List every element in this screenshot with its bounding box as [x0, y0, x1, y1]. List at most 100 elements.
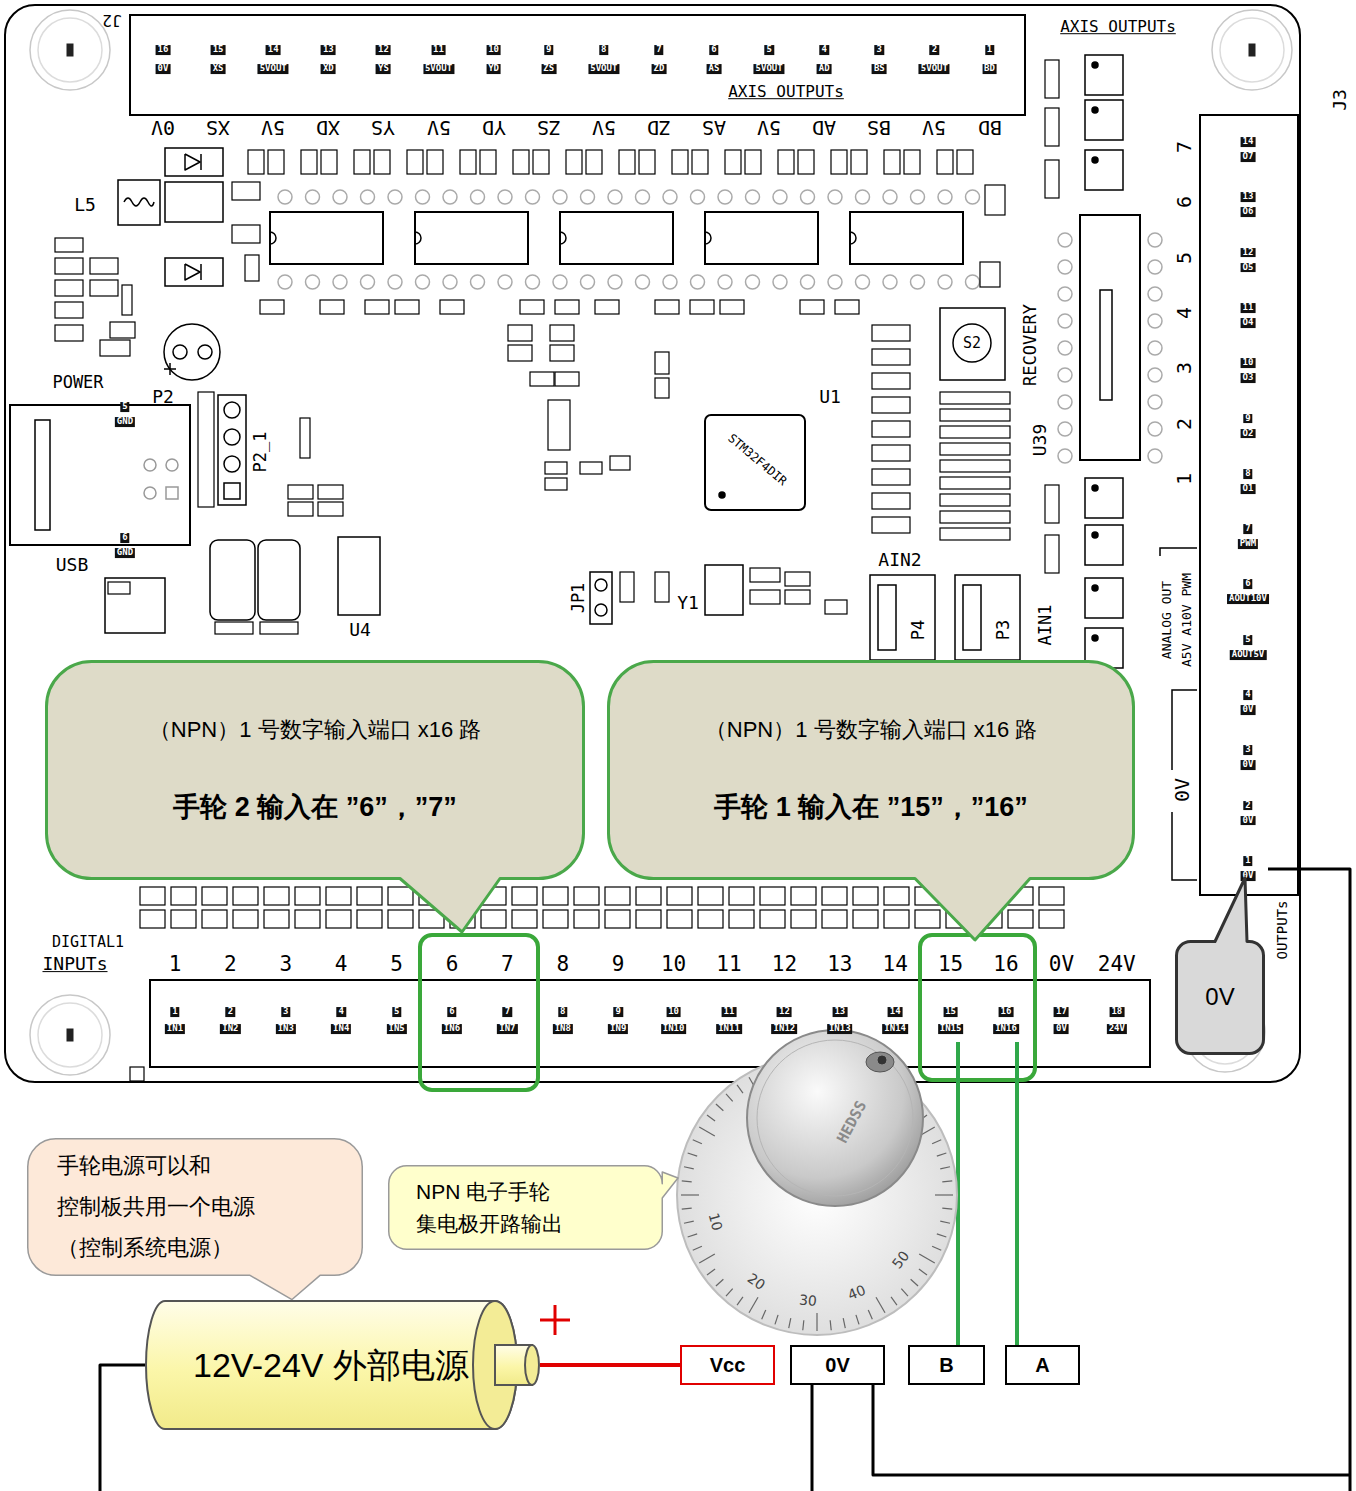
terminal-box: 0V: [790, 1345, 885, 1385]
solder-pad: [581, 275, 595, 289]
resistor-pad: [480, 150, 496, 174]
diode-symbol: [200, 264, 202, 280]
smd-part: [595, 300, 619, 314]
pin-name: IN3: [276, 1024, 296, 1034]
pin-name: 5VOUT: [754, 64, 785, 74]
solder-pad: [663, 275, 677, 289]
pin-number: 11: [1241, 303, 1256, 313]
smd-part: [210, 540, 255, 620]
terminal-block: [1200, 115, 1298, 895]
pin1-dot: [1092, 107, 1098, 113]
smd-part: [940, 392, 1010, 404]
box-outline: [791, 1346, 884, 1384]
callout-shape: [47, 662, 584, 933]
smd-part: [295, 887, 320, 905]
smd-part: [605, 887, 630, 905]
smd-part: [258, 540, 300, 620]
smd-part: [822, 910, 847, 928]
pin-name: IN12: [772, 1024, 798, 1034]
pin-name: 5VOUT: [588, 64, 619, 74]
smd-part: [105, 578, 165, 633]
smd-part: [872, 421, 910, 437]
smd-part: [750, 590, 780, 604]
mounting-mark: [1249, 44, 1255, 56]
group-label: ANALOG OUT: [1160, 581, 1174, 659]
smd-part: [667, 887, 692, 905]
jumper-pin: [595, 604, 607, 616]
smd-part: [980, 262, 1000, 287]
handwheel-handle: [866, 1052, 894, 1072]
solder-pad: [1058, 341, 1072, 355]
smd-part: [574, 887, 599, 905]
diode-symbol: [185, 154, 200, 170]
inductor-symbol: [118, 180, 160, 225]
solder-pad: [388, 275, 402, 289]
pin-name: 5VOUT: [258, 64, 289, 74]
pin-number: 7: [503, 1007, 512, 1017]
channel-number: 1: [1173, 473, 1195, 485]
resistor-pad: [566, 150, 582, 174]
pin-number: 2: [226, 1007, 235, 1017]
smd-part: [108, 582, 130, 594]
pin-number: 9: [1243, 414, 1252, 424]
pin-number: 4: [819, 45, 828, 55]
solder-pad: [1148, 287, 1162, 301]
diode-pad: [165, 182, 223, 222]
smd-part: [655, 378, 669, 398]
box-outline: [681, 1346, 774, 1384]
pin-name: AOUT10V: [1227, 594, 1269, 604]
dial-tick: [682, 1208, 692, 1209]
part-ref: P2_1: [251, 432, 270, 473]
smd-part: [388, 887, 413, 905]
pin-name: IN2: [220, 1024, 240, 1034]
input-number: 2: [224, 953, 237, 976]
smd-part: [260, 300, 284, 314]
smd-part: [940, 409, 1010, 421]
resistor-pad: [268, 150, 284, 174]
smd-part: [140, 887, 165, 905]
header-pin: [224, 429, 240, 445]
pin-name: ZD: [651, 64, 666, 74]
diode-symbol: [165, 258, 223, 286]
diode-symbol: [185, 264, 200, 280]
solder-pad: [144, 459, 156, 471]
smd-part: [760, 910, 785, 928]
pin1-dot: [1092, 157, 1098, 163]
dial-tick: [688, 1153, 698, 1156]
solder-pad: [856, 190, 870, 204]
pin-name: IN7: [497, 1024, 517, 1034]
solder-pad: [553, 190, 567, 204]
solder-pad: [773, 190, 787, 204]
solder-pad: [1058, 260, 1072, 274]
pin-name: YS: [376, 64, 391, 74]
smd-part: [508, 325, 532, 341]
smd-part: [750, 568, 780, 582]
pin-name: IN16: [993, 1024, 1019, 1034]
pin-number: 13: [1241, 192, 1256, 202]
smd-part: [550, 345, 574, 361]
smd-part: [940, 443, 1010, 455]
terminal-box: Vcc: [680, 1345, 775, 1385]
dial-tick: [940, 1167, 950, 1169]
header-pin: [224, 456, 240, 472]
mounting-hole: [38, 18, 102, 82]
smd-part: [760, 887, 785, 905]
resistor-pad: [248, 150, 264, 174]
pin-name: O6: [1241, 207, 1256, 217]
solder-pad: [1148, 395, 1162, 409]
solder-pad: [883, 190, 897, 204]
pin-number: 6: [447, 1007, 456, 1017]
smd-part: [326, 910, 351, 928]
solder-pad: [1148, 233, 1162, 247]
solder-pad: [966, 275, 980, 289]
signal-label: AS: [702, 117, 726, 139]
signal-label: YD: [482, 117, 506, 139]
usb-connector: [10, 405, 190, 545]
pin-number: 9: [544, 45, 553, 55]
dial-tick: [726, 1094, 733, 1101]
dial-number: 30: [798, 1292, 817, 1309]
ground-wire: [811, 1385, 814, 1491]
smd-part: [785, 590, 810, 604]
handwheel-handle: [878, 1056, 886, 1064]
signal-label: XD: [316, 117, 340, 139]
